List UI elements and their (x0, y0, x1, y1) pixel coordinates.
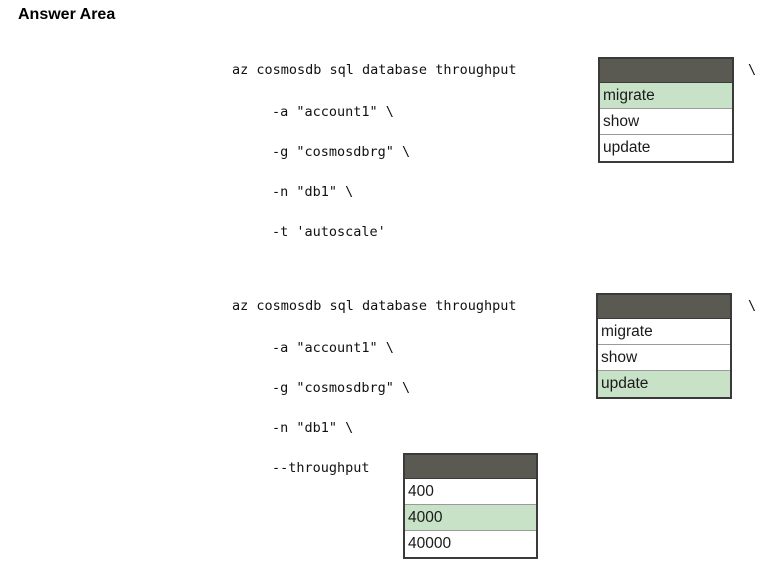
block1-name-arg: -n "db1" \ (272, 184, 354, 200)
dropdown-option-40000[interactable]: 40000 (405, 531, 536, 557)
block2-throughput-arg: --throughput (272, 460, 370, 476)
block2-continuation: \ (748, 298, 757, 314)
dropdown-header[interactable] (600, 59, 732, 83)
dropdown-option-show[interactable]: show (598, 345, 730, 371)
block2-command-line: az cosmosdb sql database throughput (232, 298, 517, 314)
dropdown-option-update[interactable]: update (598, 371, 730, 397)
block1-group-arg: -g "cosmosdbrg" \ (272, 144, 411, 160)
dropdown-option-show[interactable]: show (600, 109, 732, 135)
block1-type-arg: -t 'autoscale' (272, 224, 386, 240)
dropdown-header[interactable] (405, 455, 536, 479)
block1-subcommand-dropdown[interactable]: migrate show update (598, 57, 734, 163)
block1-account-arg: -a "account1" \ (272, 104, 394, 120)
throughput-value-dropdown[interactable]: 400 4000 40000 (403, 453, 538, 559)
block2-name-arg: -n "db1" \ (272, 420, 354, 436)
block2-subcommand-dropdown[interactable]: migrate show update (596, 293, 732, 399)
dropdown-option-4000[interactable]: 4000 (405, 505, 536, 531)
dropdown-option-update[interactable]: update (600, 135, 732, 161)
dropdown-option-migrate[interactable]: migrate (600, 83, 732, 109)
block2-account-arg: -a "account1" \ (272, 340, 394, 356)
block2-group-arg: -g "cosmosdbrg" \ (272, 380, 411, 396)
block1-command-line: az cosmosdb sql database throughput (232, 62, 517, 78)
answer-area-title: Answer Area (18, 6, 116, 23)
block1-continuation: \ (748, 62, 757, 78)
dropdown-option-migrate[interactable]: migrate (598, 319, 730, 345)
dropdown-header[interactable] (598, 295, 730, 319)
dropdown-option-400[interactable]: 400 (405, 479, 536, 505)
